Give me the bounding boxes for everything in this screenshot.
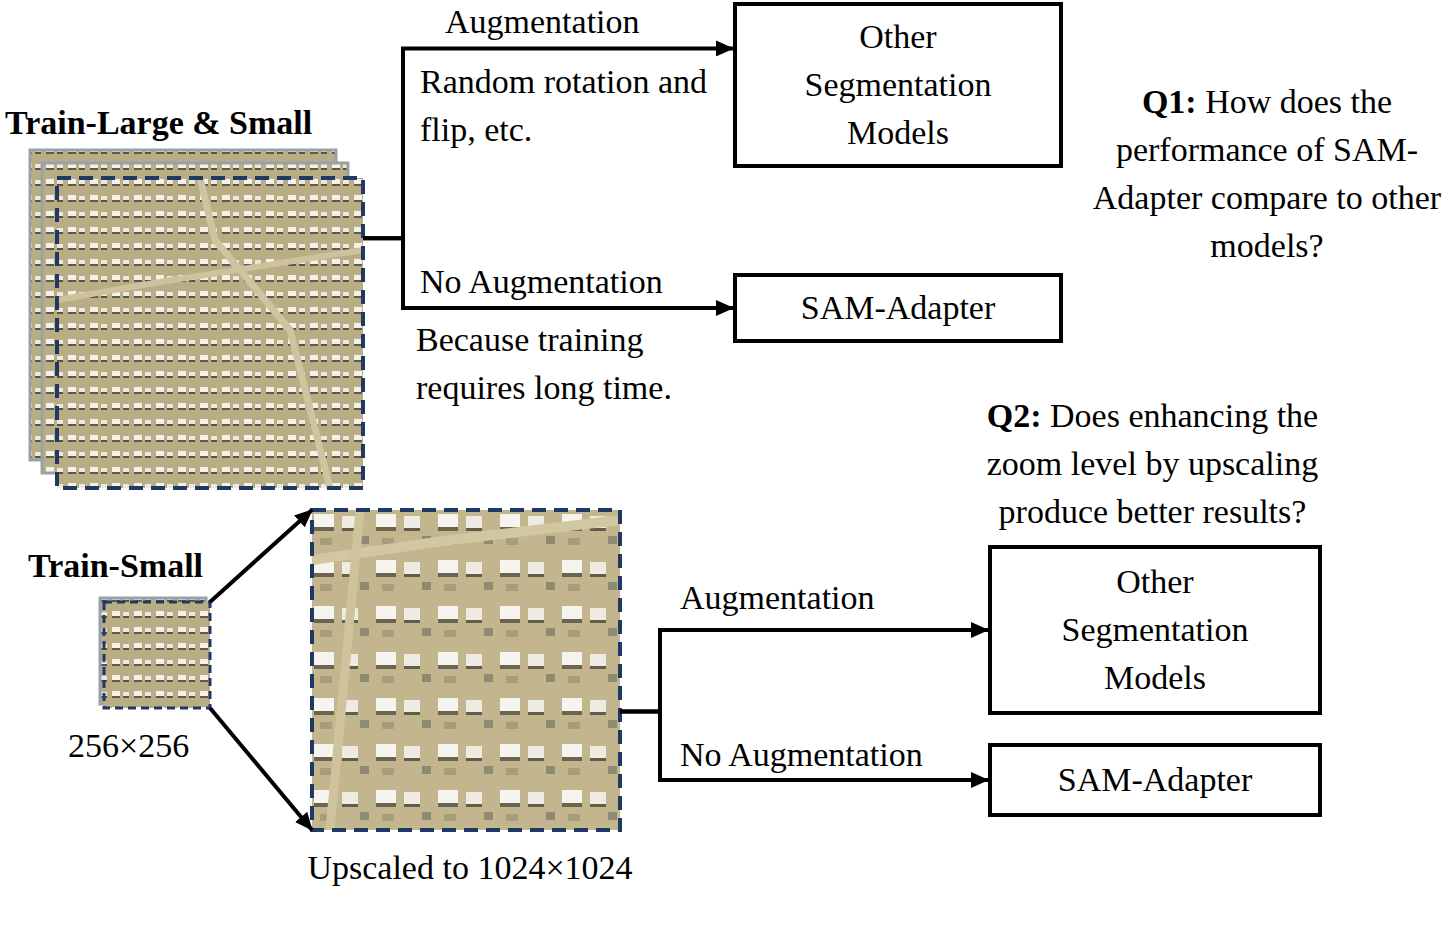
box-text: Other Segmentation Models — [1035, 558, 1275, 702]
image-stack: Train-Large & Small — [0, 100, 370, 492]
upscaled-image: Upscaled to 1024×1024 — [305, 505, 640, 935]
note-text: Because training requires long time. — [416, 316, 726, 412]
box-text: Other Segmentation Models — [778, 13, 1018, 157]
image-caption: Upscaled to 1024×1024 — [305, 847, 635, 889]
box-text: SAM-Adapter — [801, 284, 996, 332]
image-heading: Train-Small — [28, 545, 243, 587]
arrow-connector — [210, 510, 312, 602]
arrow-connector — [210, 708, 312, 830]
size-caption: 256×256 — [68, 725, 238, 767]
process-box: Other Segmentation Models — [988, 545, 1322, 715]
arrow-connector — [363, 238, 733, 308]
note-text: Random rotation and flip, etc. — [420, 58, 710, 154]
question-label: Q2: — [987, 397, 1042, 434]
edge-label: No Augmentation — [680, 735, 923, 775]
edge-label: Augmentation — [445, 2, 640, 42]
question-block: Q2:Does enhancing the zoom level by upsc… — [950, 392, 1355, 536]
question-label: Q1: — [1142, 83, 1197, 120]
box-text: SAM-Adapter — [1058, 756, 1253, 804]
image-heading: Train-Large & Small — [5, 102, 370, 144]
arrow-connector — [620, 630, 988, 712]
edge-label: Augmentation — [680, 578, 875, 618]
image-frame — [57, 178, 363, 488]
process-box: Other Segmentation Models — [733, 2, 1063, 168]
question-block: Q1:How does the performance of SAM-Adapt… — [1086, 78, 1448, 270]
image-frame — [104, 602, 210, 708]
image-stack: Train-Small 256×256 — [20, 545, 245, 770]
arrow-connector — [620, 712, 988, 780]
edge-label: No Augmentation — [420, 262, 663, 302]
process-box: SAM-Adapter — [733, 273, 1063, 343]
arrow-connector — [363, 48, 733, 238]
image-frame — [312, 510, 620, 830]
process-box: SAM-Adapter — [988, 743, 1322, 817]
